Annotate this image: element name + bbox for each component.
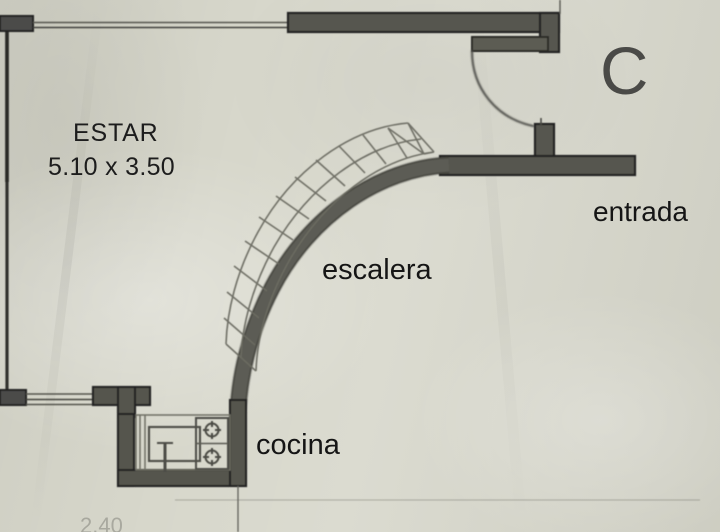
room-label-cocina: cocina [256,429,340,461]
staircase-escalera [223,122,435,372]
wall-lower-left-stub [0,389,27,406]
wall-door-jamb-upper [471,36,549,52]
annotation-entrada: entrada [593,196,688,227]
room-dimensions-estar: 5.10 x 3.50 [48,153,176,181]
dimension-label-bottom: 2.40 [80,513,123,532]
stove-burner [203,421,221,439]
wall-entrada-horizontal [438,154,637,177]
kitchen-counter-outline [135,414,231,471]
entrance-door-swing [470,49,535,128]
window-top-wall [33,21,288,29]
wall-kitchen-pier [91,385,152,419]
kitchen-sink [147,425,202,472]
wall-curved-main [229,156,450,415]
stove-burner [203,448,221,466]
wall-top-main [286,11,561,34]
annotation-escalera: escalera [322,254,432,286]
sector-letter-label: C [600,34,649,109]
room-label-estar: ESTAR [73,119,159,147]
wall-top-left-stub [0,15,34,32]
stove-four-burner [195,417,229,470]
window-lower-left-wall [26,393,93,406]
